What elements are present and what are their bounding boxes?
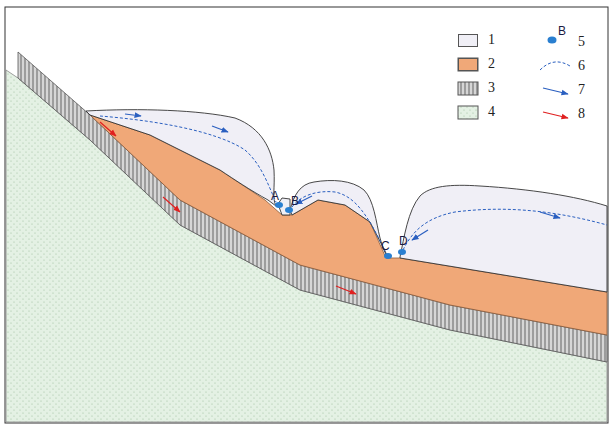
legend-swatch	[458, 34, 478, 47]
bedrock-flow-arrow	[100, 122, 116, 136]
legend-number: 7	[578, 83, 585, 97]
spring-label: C	[381, 240, 390, 252]
groundwater-line	[292, 192, 386, 253]
flow-arrow	[212, 126, 228, 132]
legend-sample	[458, 82, 478, 95]
legend-sample	[543, 112, 568, 118]
flow-arrow	[540, 212, 560, 218]
spring-label: D	[399, 235, 408, 247]
legend-number: 5	[578, 35, 585, 49]
groundwater-line	[100, 116, 276, 202]
legend-number: 6	[578, 59, 585, 73]
spring-point	[384, 253, 392, 259]
legend-sample	[548, 37, 557, 44]
legend-letter: B	[558, 25, 566, 37]
orange-layer	[90, 115, 607, 335]
legend-sample	[458, 106, 478, 119]
flow-arrow	[412, 230, 428, 240]
spring-label: B	[291, 195, 299, 207]
flow-arrow	[125, 114, 141, 116]
legend-number: 3	[488, 81, 495, 95]
spring-point	[275, 202, 283, 208]
bedrock-flow-arrow	[163, 197, 180, 212]
legend-sample	[543, 88, 568, 94]
groundwater-line	[403, 209, 607, 250]
deposit-left	[86, 110, 276, 206]
legend-number: 8	[578, 107, 585, 121]
hatched-layer	[18, 52, 607, 362]
legend-swatch	[458, 58, 478, 71]
spring-point	[285, 207, 293, 213]
spring-label: A	[271, 190, 279, 202]
bedrock-flow-arrow	[336, 286, 356, 294]
deposit-middle	[290, 181, 388, 257]
legend-number: 4	[488, 105, 495, 119]
legend-sample	[540, 62, 570, 70]
deposit-right	[400, 185, 607, 292]
legend-number: 1	[488, 33, 495, 47]
legend-number: 2	[488, 57, 495, 71]
spring-point	[398, 249, 406, 255]
